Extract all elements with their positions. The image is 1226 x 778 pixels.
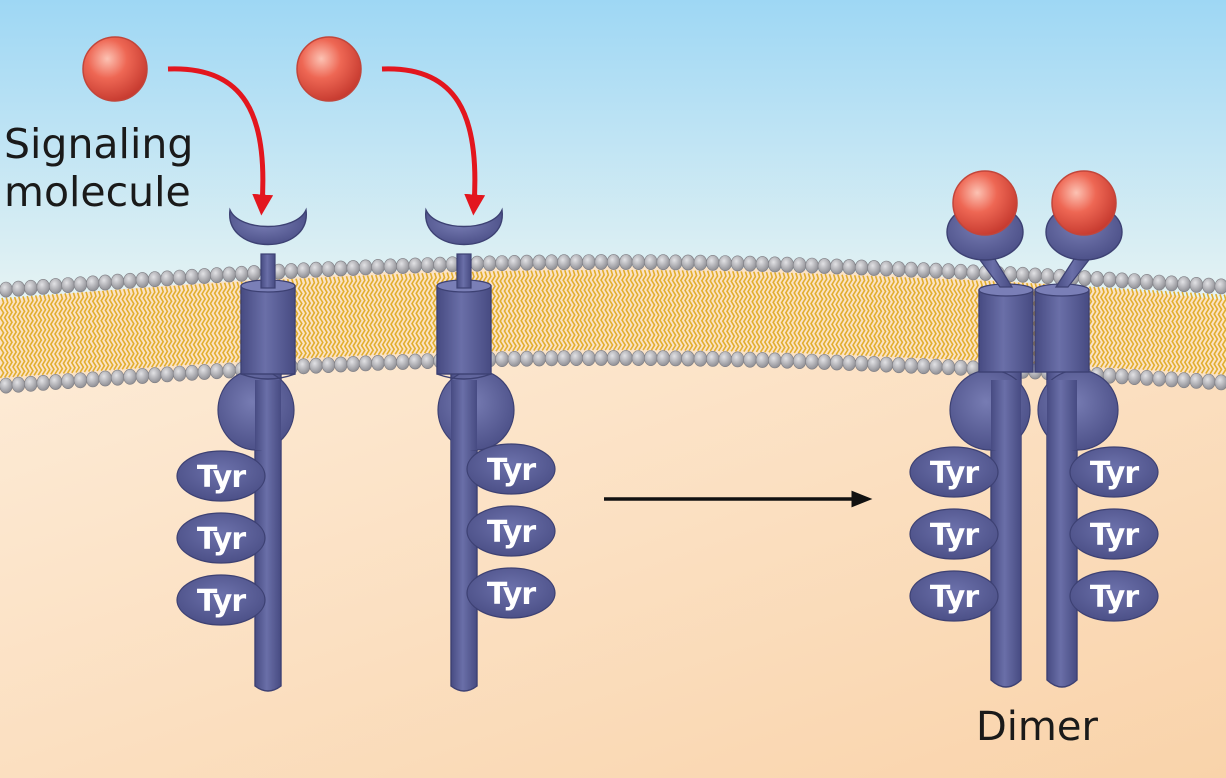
signaling-label-line1: Signaling — [4, 120, 194, 168]
tyrosine-domain: Tyr — [176, 574, 266, 626]
signaling-molecule-label: Signaling molecule — [4, 120, 194, 216]
shaft-overlay — [255, 380, 281, 450]
tyrosine-domain: Tyr — [466, 505, 556, 557]
tyr-label: Tyr — [487, 515, 536, 550]
signaling-molecule-2 — [296, 36, 362, 102]
tyrosine-domain: Tyr — [176, 450, 266, 502]
tyrosine-domain: Tyr — [1069, 508, 1159, 560]
transmembrane-segment — [1034, 289, 1090, 373]
tyrosine-domain: Tyr — [466, 443, 556, 495]
bound-signaling-molecule — [1051, 170, 1117, 236]
tyrosine-domain: Tyr — [909, 508, 999, 560]
dimer-label: Dimer — [976, 704, 1098, 750]
tyrosine-domain: Tyr — [1069, 446, 1159, 498]
shaft-overlay — [451, 380, 477, 450]
tyrosine-domain: Tyr — [1069, 570, 1159, 622]
tyr-label: Tyr — [197, 460, 246, 495]
ligand-binding-site — [425, 207, 503, 246]
tyr-label: Tyr — [487, 577, 536, 612]
receptor-neck — [456, 253, 472, 289]
transmembrane-segment — [436, 285, 492, 375]
outer-phospholipid-heads — [0, 254, 1226, 298]
tyrosine-domain: Tyr — [466, 567, 556, 619]
transmembrane-segment — [240, 285, 296, 375]
tyr-label: Tyr — [930, 518, 979, 553]
receptor-neck — [260, 253, 276, 289]
tyr-label: Tyr — [487, 453, 536, 488]
tyr-label: Tyr — [930, 456, 979, 491]
tyrosine-domain: Tyr — [176, 512, 266, 564]
tyr-label: Tyr — [1090, 518, 1139, 553]
shaft-overlay — [1047, 380, 1077, 450]
segment-bottom — [436, 373, 492, 380]
tyr-label: Tyr — [930, 580, 979, 615]
ligand-binding-site — [229, 207, 307, 246]
tyr-label: Tyr — [1090, 580, 1139, 615]
signaling-molecule-1 — [82, 36, 148, 102]
ligand-free-2 — [296, 36, 362, 102]
tyr-label: Tyr — [197, 522, 246, 557]
signaling-label-line2: molecule — [4, 167, 191, 216]
tyr-label: Tyr — [1090, 456, 1139, 491]
binding-arrow-1 — [167, 66, 274, 216]
tyrosine-domain: Tyr — [909, 570, 999, 622]
transmembrane-segment — [978, 289, 1034, 373]
bound-signaling-molecule — [952, 170, 1018, 236]
ligand-free-1 — [82, 36, 148, 102]
tyr-label: Tyr — [197, 584, 246, 619]
tyrosine-domain: Tyr — [909, 446, 999, 498]
segment-bottom — [240, 373, 296, 380]
binding-arrow-2 — [381, 66, 486, 216]
shaft-overlay — [991, 380, 1021, 450]
